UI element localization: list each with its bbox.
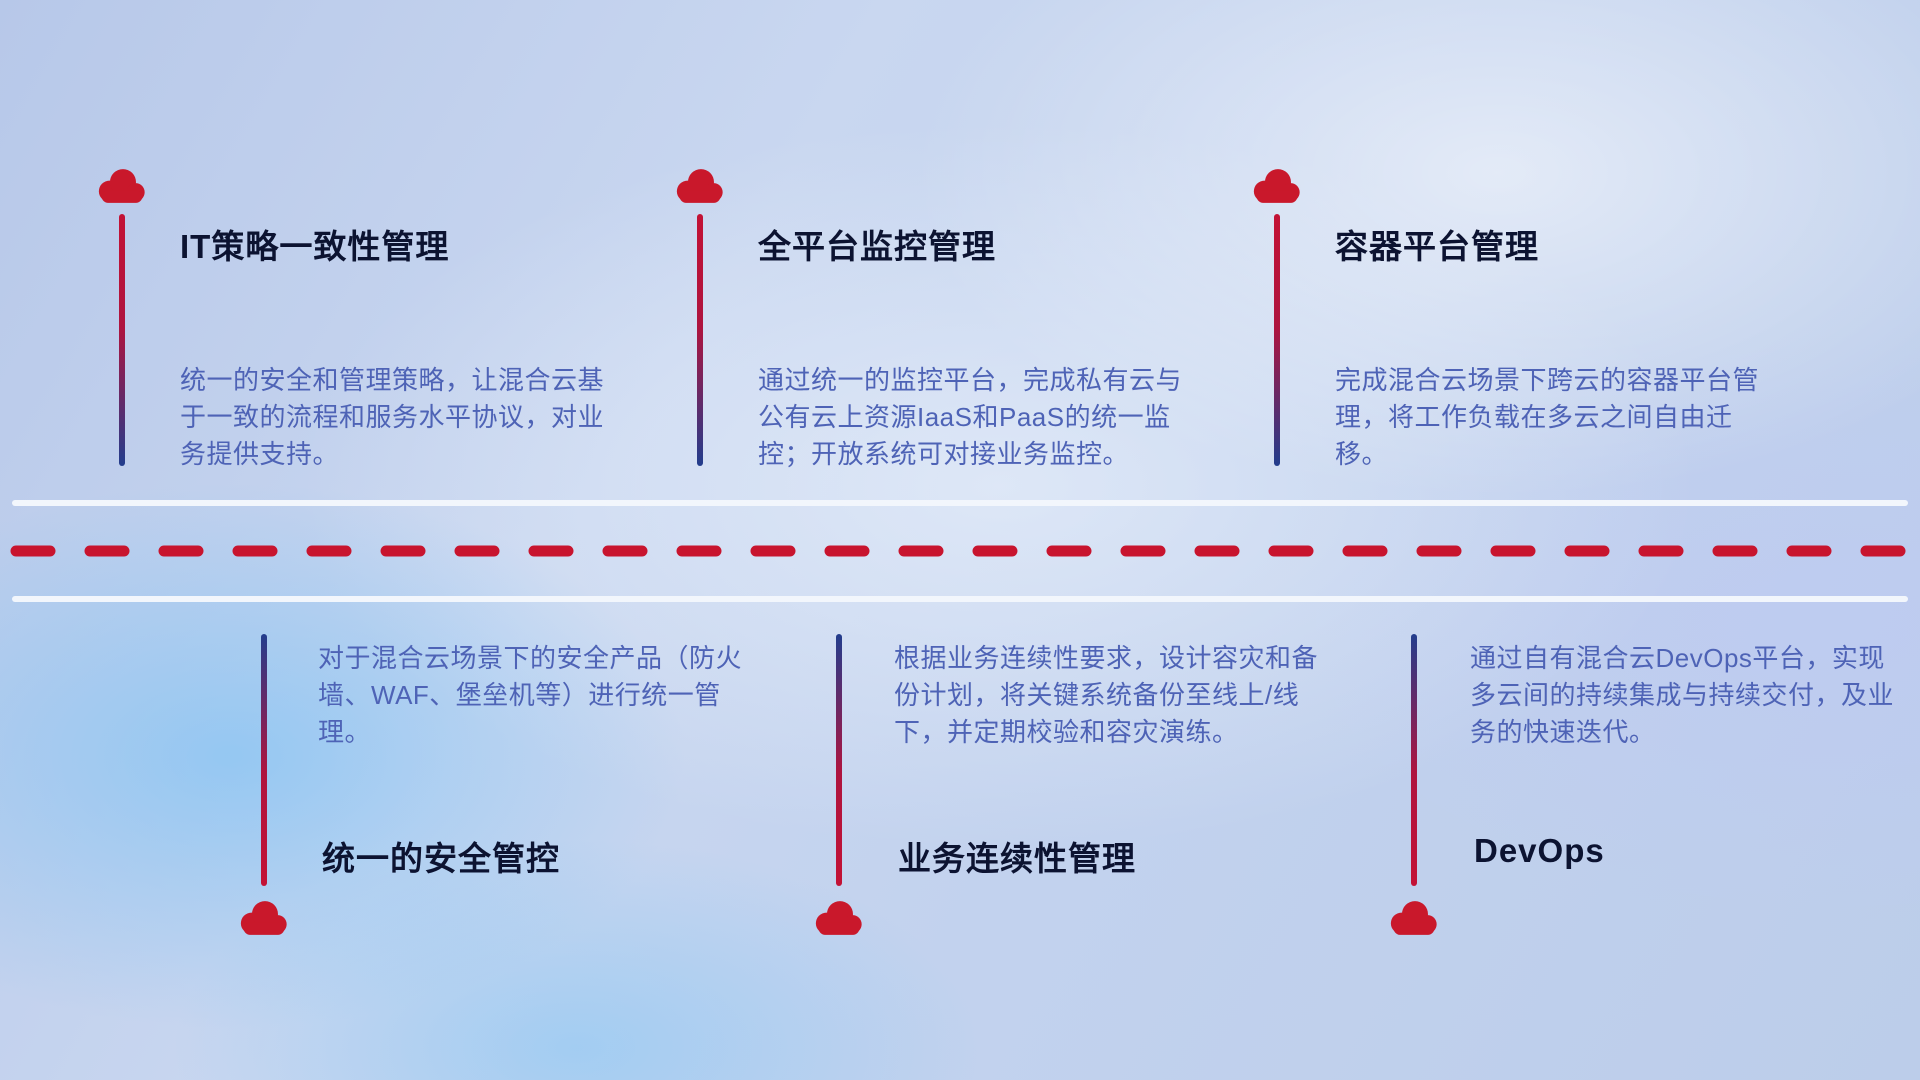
feature-title-bottom-2: 业务连续性管理 [898, 840, 1136, 877]
divider-line-upper [12, 500, 1908, 506]
feature-title-bottom-1: 统一的安全管控 [322, 840, 560, 877]
feature-description-bottom-1: 对于混合云场景下的安全产品（防火墙、WAF、堡垒机等）进行统一管理。 [318, 643, 743, 747]
cloud-icon [240, 901, 287, 935]
feature-description-top-2: 通过统一的监控平台，完成私有云与公有云上资源IaaS和PaaS的统一监控；开放系… [758, 365, 1183, 469]
feature-title-top-2: 全平台监控管理 [758, 228, 996, 265]
cloud-icon [1390, 901, 1437, 935]
timeline-connector-bottom-3 [1411, 634, 1417, 886]
feature-description-top-3: 完成混合云场景下跨云的容器平台管理，将工作负载在多云之间自由迁移。 [1335, 365, 1760, 469]
divider-line-lower [12, 596, 1908, 602]
cloud-icon [98, 169, 145, 203]
timeline-connector-top-1 [119, 214, 125, 466]
feature-title-top-1: IT策略一致性管理 [180, 228, 450, 265]
cloud-icon [676, 169, 723, 203]
feature-title-top-3: 容器平台管理 [1335, 228, 1539, 265]
timeline-connector-top-2 [697, 214, 703, 466]
timeline-connector-bottom-2 [836, 634, 842, 886]
divider-line-dashed [10, 545, 1910, 557]
feature-title-bottom-3: DevOps [1474, 832, 1605, 869]
feature-description-top-1: 统一的安全和管理策略，让混合云基于一致的流程和服务水平协议，对业务提供支持。 [180, 365, 605, 469]
feature-description-bottom-3: 通过自有混合云DevOps平台，实现多云间的持续集成与持续交付，及业务的快速迭代… [1470, 643, 1895, 747]
cloud-icon [1253, 169, 1300, 203]
timeline-connector-top-3 [1274, 214, 1280, 466]
cloud-icon [815, 901, 862, 935]
feature-description-bottom-2: 根据业务连续性要求，设计容灾和备份计划，将关键系统备份至线上/线下，并定期校验和… [894, 643, 1319, 747]
timeline-connector-bottom-1 [261, 634, 267, 886]
